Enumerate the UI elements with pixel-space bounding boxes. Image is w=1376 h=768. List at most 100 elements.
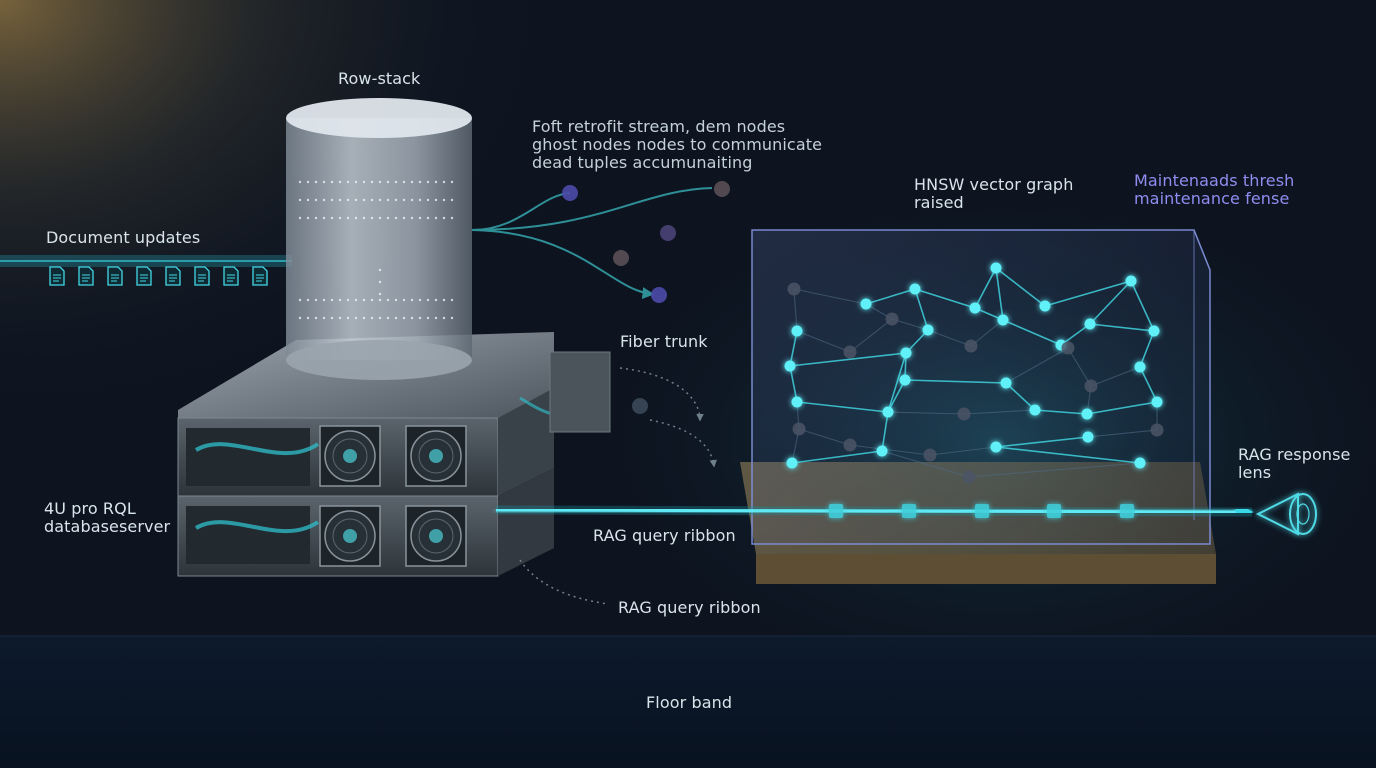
graph-edge (974, 267, 997, 309)
row-dot (418, 198, 422, 202)
graph-node (791, 325, 803, 337)
fan-icon (405, 505, 467, 567)
graph-node (1134, 457, 1146, 469)
document-icon (136, 266, 152, 286)
ribbon-bead (1047, 504, 1061, 518)
document-icon (49, 266, 65, 286)
row-dot (362, 180, 366, 184)
row-dot (426, 180, 430, 184)
graph-node (1148, 325, 1160, 337)
row-dot (346, 198, 350, 202)
row-dot (370, 198, 374, 202)
server-label: 4U pro RQL databaseserver (44, 499, 171, 536)
row-dot (386, 180, 390, 184)
row-dot (434, 316, 438, 320)
graph-node (1000, 377, 1012, 389)
graph-node (1150, 423, 1164, 437)
row-dot (362, 298, 366, 302)
row-dot (346, 216, 350, 220)
row-dot (378, 316, 382, 320)
hnsw-label: HNSW vector graph raised (914, 175, 1074, 212)
row-dot (378, 180, 382, 184)
row-dot (450, 298, 454, 302)
graph-node (909, 283, 921, 295)
row-dot (386, 216, 390, 220)
row-dot (426, 216, 430, 220)
document-icon (194, 266, 210, 286)
row-dot (394, 180, 398, 184)
maintenance-label: Maintenaads thresh maintenance fense (1134, 171, 1295, 208)
row-dot (338, 216, 342, 220)
graph-node (1039, 300, 1051, 312)
row-dot (362, 198, 366, 202)
row-dot (330, 298, 334, 302)
row-dot (346, 298, 350, 302)
ghost-node-icon (651, 287, 667, 303)
graph-node (1084, 318, 1096, 330)
row-dot (378, 280, 382, 284)
rag-query-ribbon-lower-label: RAG query ribbon (618, 598, 761, 617)
row-dot (322, 198, 326, 202)
graph-node (882, 406, 894, 418)
row-dot (418, 316, 422, 320)
row-dot (370, 180, 374, 184)
floor-band-label: Floor band (646, 693, 733, 712)
row-dot (322, 180, 326, 184)
graph-edge (849, 318, 893, 353)
graph-edge (791, 450, 883, 464)
row-dot (410, 198, 414, 202)
row-dot (338, 198, 342, 202)
graph-node (787, 282, 801, 296)
graph-edge (970, 319, 1004, 347)
document-icon (107, 266, 123, 286)
graph-node (1134, 361, 1146, 373)
graph-node (899, 374, 911, 386)
row-dot (338, 180, 342, 184)
fan-icon (319, 505, 381, 567)
document-icon (223, 266, 239, 286)
graph-edge (963, 409, 1036, 415)
rag-response-lens-label: RAG response lens (1238, 445, 1351, 482)
row-dot (402, 316, 406, 320)
graph-node (1081, 408, 1093, 420)
row-dot (418, 180, 422, 184)
fan-icon (319, 425, 381, 487)
graph-node (843, 438, 857, 452)
fiber-trunk-label: Fiber trunk (620, 332, 708, 351)
row-dot (354, 298, 358, 302)
graph-node (990, 262, 1002, 274)
row-dot (306, 198, 310, 202)
row-stack-label: Row-stack (338, 69, 421, 88)
graph-edge (789, 352, 907, 367)
hnsw-glass-enclosure (740, 229, 1216, 584)
document-icon (252, 266, 268, 286)
row-dot (434, 298, 438, 302)
graph-edge (1130, 280, 1155, 332)
row-dot (322, 316, 326, 320)
row-dot (426, 198, 430, 202)
row-dot (298, 298, 302, 302)
ghost-nodes (562, 181, 730, 414)
graph-edge (789, 365, 798, 403)
stream-note-label: Foft retrofit stream, dem nodes ghost no… (532, 117, 823, 172)
ghost-node-icon (714, 181, 730, 197)
graph-edge (995, 436, 1089, 448)
graph-node (860, 298, 872, 310)
row-dot (442, 198, 446, 202)
graph-node (843, 345, 857, 359)
row-dot (378, 298, 382, 302)
row-dot (410, 316, 414, 320)
graph-node (962, 470, 976, 484)
graph-edge (1139, 330, 1155, 368)
row-dot (450, 216, 454, 220)
row-dot (402, 298, 406, 302)
graph-edge (865, 288, 916, 305)
row-dot (410, 180, 414, 184)
row-dot (306, 180, 310, 184)
server-fans (319, 425, 467, 567)
row-dot (370, 316, 374, 320)
row-dot (314, 316, 318, 320)
row-dot (314, 216, 318, 220)
row-dot (306, 298, 310, 302)
